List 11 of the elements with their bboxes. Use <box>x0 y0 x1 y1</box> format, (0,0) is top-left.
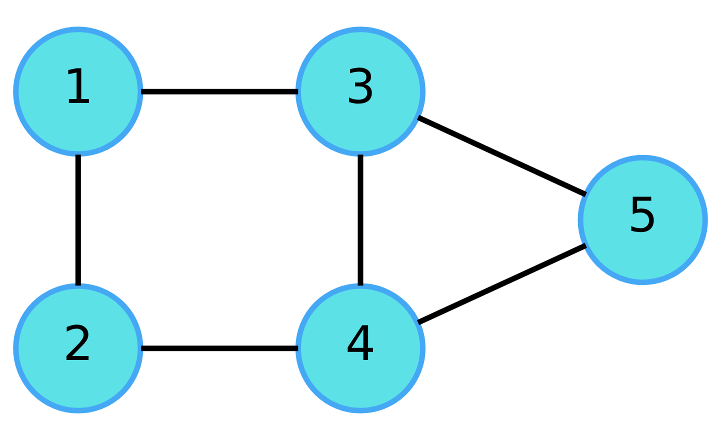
node-circle: 4 <box>295 282 426 413</box>
connector <box>75 154 81 286</box>
node-circle: 5 <box>578 154 708 285</box>
node-circle: 1 <box>13 26 144 156</box>
connector <box>416 242 587 325</box>
node-circle: 2 <box>13 282 144 413</box>
node-circle: 3 <box>295 26 426 156</box>
connector <box>141 345 298 351</box>
connector <box>416 114 587 197</box>
connector <box>141 88 298 94</box>
connector <box>358 154 364 286</box>
